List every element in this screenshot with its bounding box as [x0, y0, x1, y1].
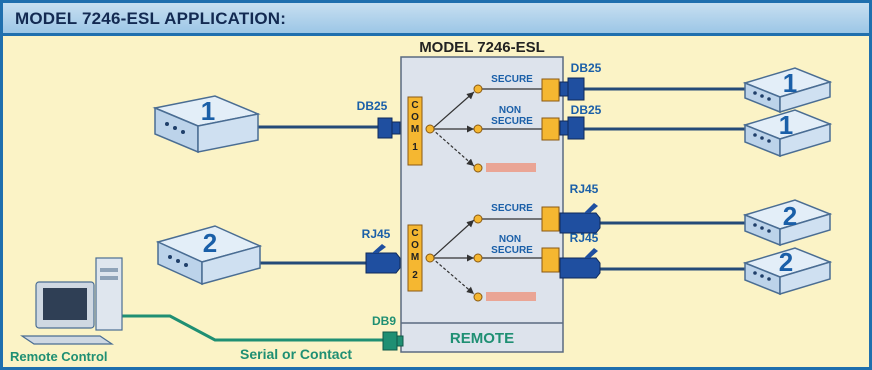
- com2-switch: [431, 218, 542, 295]
- serial-contact-label: Serial or Contact: [240, 346, 352, 362]
- db9-connector: [382, 331, 404, 351]
- db25-left-connector: [377, 117, 401, 139]
- com1-contact-nonsecure: [473, 124, 483, 134]
- db25-left-label: DB25: [357, 99, 388, 113]
- header-bar: MODEL 7246-ESL APPLICATION:: [3, 3, 869, 36]
- remote-label: REMOTE: [450, 330, 514, 347]
- com1-nonsecure-port: [541, 117, 560, 141]
- left-device-1: [152, 95, 261, 154]
- right-device-1a: [742, 67, 833, 114]
- right-device-1a-number: 1: [783, 68, 797, 98]
- cables: [258, 87, 752, 271]
- com2-nonsecure-port: [541, 247, 560, 273]
- com1-switch: [431, 88, 542, 167]
- rj45-right-bottom-label: RJ45: [570, 231, 599, 245]
- com2-secure-label: SECURE: [491, 203, 533, 214]
- com1-nonsecure-label: SECURE: [491, 116, 533, 127]
- com1-secure-port: [541, 78, 560, 102]
- serial-cable: [105, 314, 385, 342]
- right-device-1b: [742, 109, 833, 158]
- rj45-right-top-connector: [559, 203, 601, 234]
- right-device-2b-number: 2: [779, 247, 793, 277]
- rj45-right-bottom-connector: [559, 248, 601, 279]
- right-device-2a-number: 2: [783, 201, 797, 231]
- com2-off-indicator: [486, 292, 536, 301]
- com2-nonsecure-label: SECURE: [491, 245, 533, 256]
- db25-right-bottom-connector: [559, 116, 585, 140]
- com2-non-label: NON: [499, 234, 521, 245]
- rj45-left-label: RJ45: [362, 227, 391, 241]
- db25-right-bottom-label: DB25: [571, 103, 602, 117]
- computer-icon: [20, 257, 123, 345]
- device-box: [400, 56, 564, 353]
- com1-off-indicator: [486, 163, 536, 172]
- rj45-left-connector: [365, 244, 401, 274]
- com2-contact-off: [473, 292, 483, 302]
- com2-secure-port: [541, 206, 560, 232]
- right-device-1b-number: 1: [779, 110, 793, 140]
- com1-contact-off: [473, 163, 483, 173]
- left-device-2: [155, 225, 263, 286]
- remote-control-label: Remote Control: [10, 349, 108, 364]
- com1-secure-label: SECURE: [491, 74, 533, 85]
- left-device-1-number: 1: [201, 96, 215, 126]
- rj45-right-top-label: RJ45: [570, 182, 599, 196]
- model-label: MODEL 7246-ESL: [419, 39, 545, 56]
- db25-right-top-label: DB25: [571, 61, 602, 75]
- db9-label: DB9: [372, 314, 396, 328]
- com1-pivot: [425, 124, 435, 134]
- diagram-title: MODEL 7246-ESL APPLICATION:: [15, 9, 287, 28]
- com1-non-label: NON: [499, 105, 521, 116]
- com2-pivot: [425, 253, 435, 263]
- com2-contact-nonsecure: [473, 253, 483, 263]
- com1-contact-secure: [473, 84, 483, 94]
- right-device-2a: [742, 199, 833, 247]
- right-device-2b: [742, 247, 833, 296]
- left-device-2-number: 2: [203, 228, 217, 258]
- com2-contact-secure: [473, 214, 483, 224]
- db25-right-top-connector: [559, 77, 585, 101]
